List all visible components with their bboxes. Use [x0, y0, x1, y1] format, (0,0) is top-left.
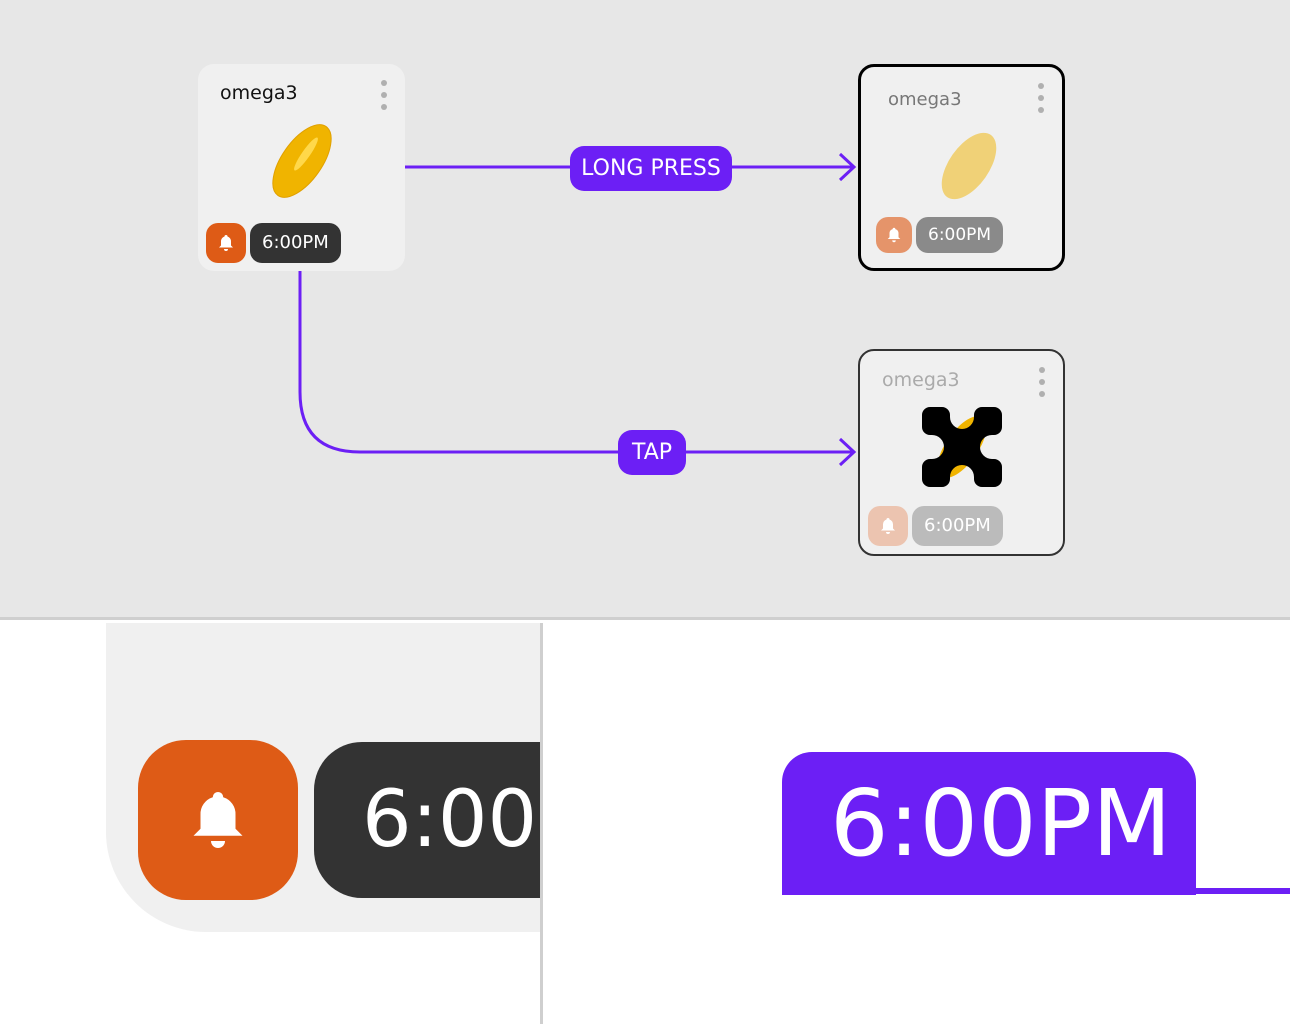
reminder-card-default[interactable]: omega3 6:00PM: [198, 64, 405, 271]
time-badge: 6:00PM: [250, 223, 341, 263]
zoomed-time-badge: 6:00PM: [314, 742, 540, 898]
check-off-overlay-icon: [922, 407, 1002, 487]
bell-icon[interactable]: [868, 506, 908, 546]
time-badge: 6:00PM: [916, 217, 1004, 253]
long-press-label: LONG PRESS: [570, 146, 732, 191]
bell-icon[interactable]: [206, 223, 246, 263]
highlight-connector: [1196, 888, 1290, 894]
panel-divider: [540, 623, 543, 1024]
zoomed-time-highlight: 6:00PM: [782, 752, 1196, 895]
omega3-pill-icon: [941, 132, 997, 200]
zoomed-card-detail: 6:00PM: [106, 623, 540, 932]
bell-icon[interactable]: [876, 217, 912, 253]
tap-arrowhead: [838, 437, 857, 467]
connectors: [298, 152, 857, 467]
more-options-icon[interactable]: [1038, 83, 1044, 119]
more-options-icon[interactable]: [1039, 367, 1045, 403]
reminder-card-tapped[interactable]: omega3 6:00PM: [858, 349, 1065, 556]
long-press-arrowhead: [838, 152, 857, 182]
card-title: omega3: [220, 82, 298, 104]
bell-icon: [138, 740, 298, 900]
flow-canvas: omega3 6:00PM LONG PRESS TAP omega3 6:00…: [0, 0, 1290, 620]
reminder-card-long-pressed[interactable]: omega3 6:00PM: [858, 64, 1065, 271]
tap-label: TAP: [618, 430, 686, 475]
omega3-pill-icon: [272, 124, 332, 198]
time-badge: 6:00PM: [912, 506, 1003, 546]
card-title: omega3: [882, 369, 960, 391]
tap-edge: [298, 271, 854, 454]
more-options-icon[interactable]: [381, 80, 387, 116]
card-title: omega3: [888, 89, 962, 110]
